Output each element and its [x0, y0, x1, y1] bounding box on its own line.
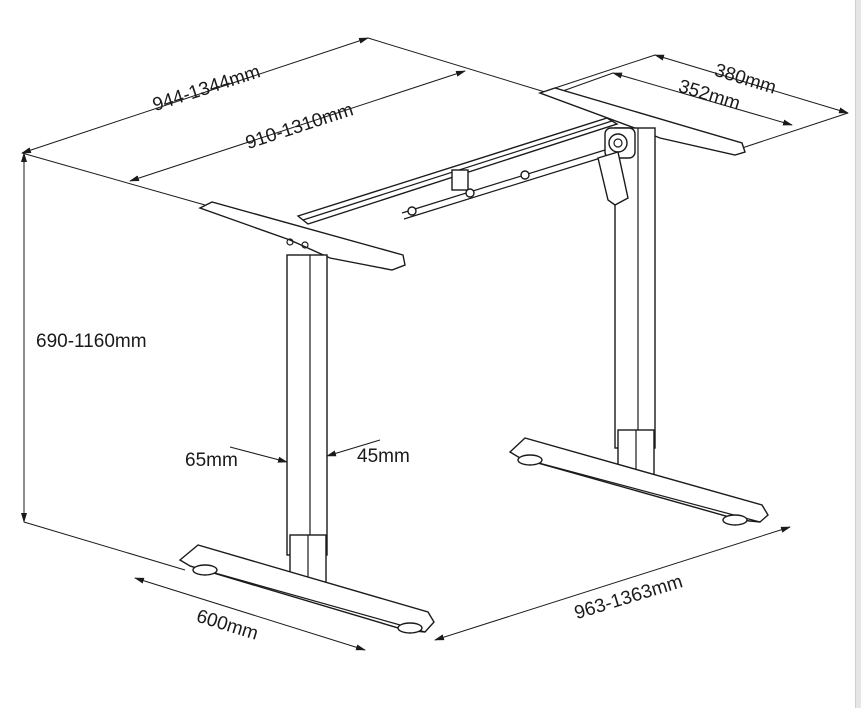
dimension-lines — [21, 37, 849, 651]
dim-hole-spacing-line — [612, 72, 793, 126]
extension-line — [559, 72, 614, 93]
scrollbar-edge — [855, 0, 861, 708]
column-depth-label: 65mm — [185, 450, 238, 471]
dim-column-width-line — [326, 439, 381, 457]
extension-line — [554, 54, 656, 89]
dim-foot-spacing-line — [434, 526, 791, 641]
extension-line — [367, 37, 546, 93]
left-top-plate — [198, 201, 406, 271]
extension-line — [23, 521, 186, 571]
dim-column-depth-line — [229, 446, 288, 463]
dim-foot-length-line — [134, 577, 366, 651]
column-width-label: 45mm — [357, 446, 410, 467]
crossbeam — [296, 117, 619, 225]
right-column — [614, 127, 656, 477]
left-foot — [178, 544, 435, 634]
extension-line — [21, 152, 206, 206]
dim-beam-width-line — [129, 70, 466, 182]
right-foot — [508, 437, 769, 526]
extension-line — [741, 112, 849, 149]
left-column — [286, 254, 328, 586]
motor — [597, 127, 636, 206]
height-label: 690-1160mm — [36, 331, 147, 352]
